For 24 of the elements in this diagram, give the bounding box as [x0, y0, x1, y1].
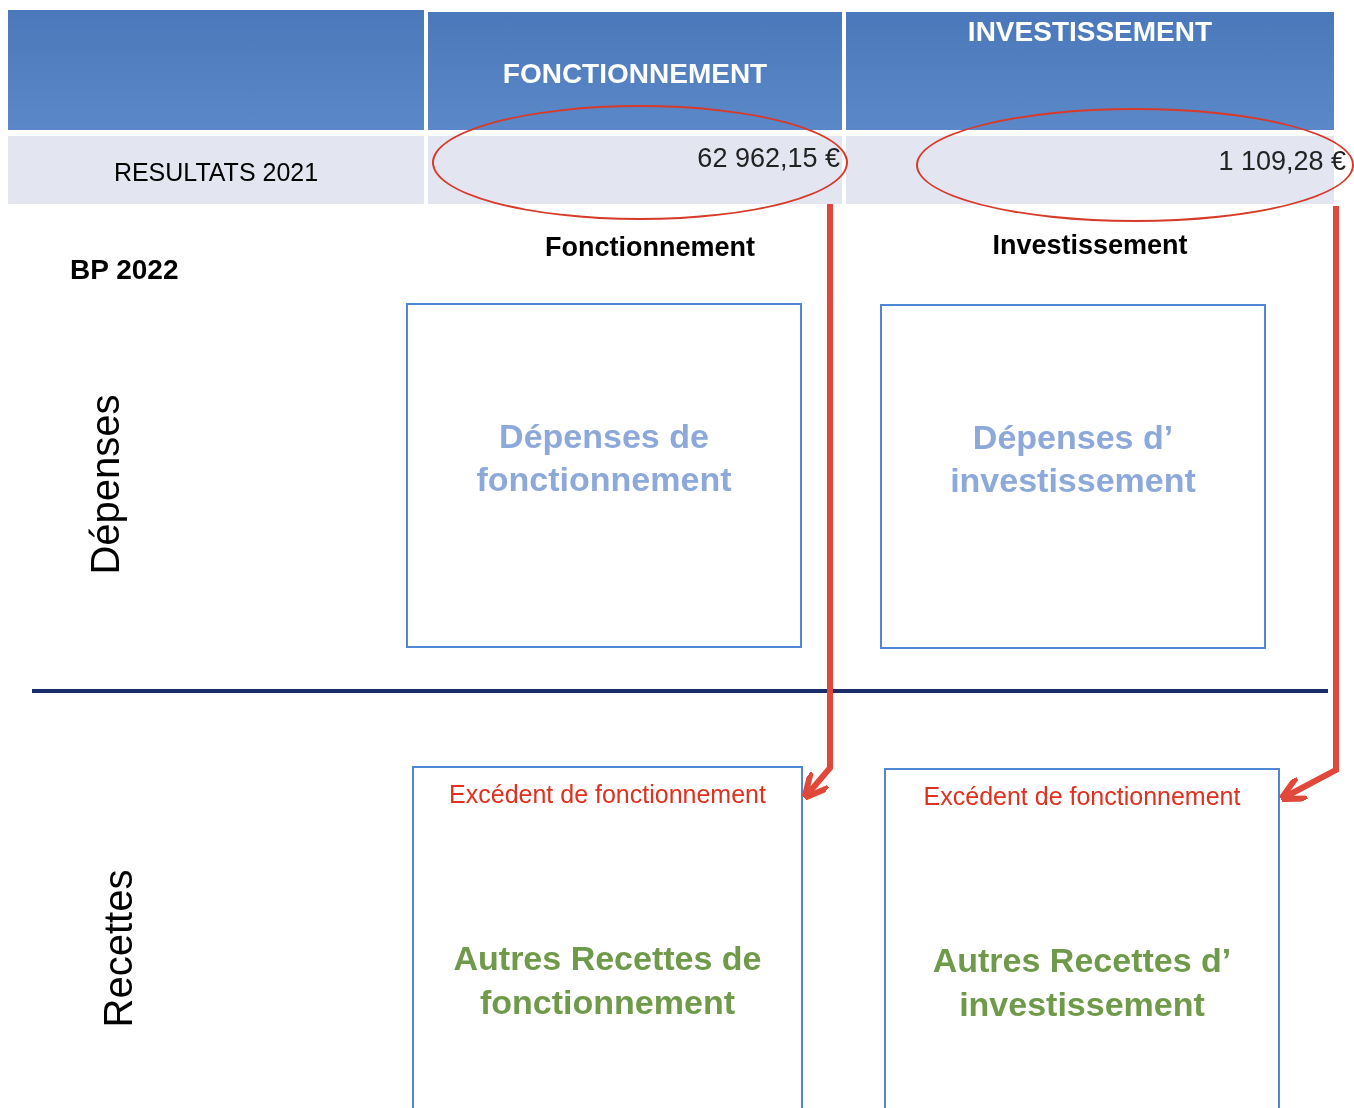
- row-header: RESULTATS 2021: [8, 136, 424, 204]
- column-header: FONCTIONNEMENT: [428, 12, 842, 130]
- amount-value: 1 109,28 €: [1218, 146, 1346, 177]
- box-title: Autres Recettes d’ investissement: [931, 940, 1233, 1025]
- highlight-ellipse: [916, 108, 1354, 222]
- section-title: BP 2022: [70, 254, 179, 286]
- column-heading: Fonctionnement: [544, 232, 756, 263]
- budget-box: [884, 768, 1280, 1108]
- box-title: Dépenses d’ investissement: [949, 417, 1197, 501]
- box-title: Dépenses de fonctionnement: [475, 416, 733, 500]
- row-label: Recettes: [95, 868, 141, 1030]
- row-label: Dépenses: [82, 393, 128, 577]
- carryover-note: Excédent de fonctionnement: [448, 780, 767, 809]
- column-heading: Investissement: [991, 230, 1189, 261]
- box-title: Autres Recettes de fonctionnement: [452, 938, 763, 1023]
- highlight-ellipse: [432, 105, 848, 220]
- amount-value: 62 962,15 €: [697, 143, 840, 174]
- carryover-note: Excédent de fonctionnement: [922, 782, 1242, 811]
- budget-box: [406, 303, 802, 648]
- arrow: [801, 203, 833, 801]
- budget-box: [412, 766, 803, 1108]
- column-header: INVESTISSEMENT: [846, 12, 1334, 130]
- budget-box: [880, 304, 1266, 649]
- arrow: [1277, 206, 1339, 803]
